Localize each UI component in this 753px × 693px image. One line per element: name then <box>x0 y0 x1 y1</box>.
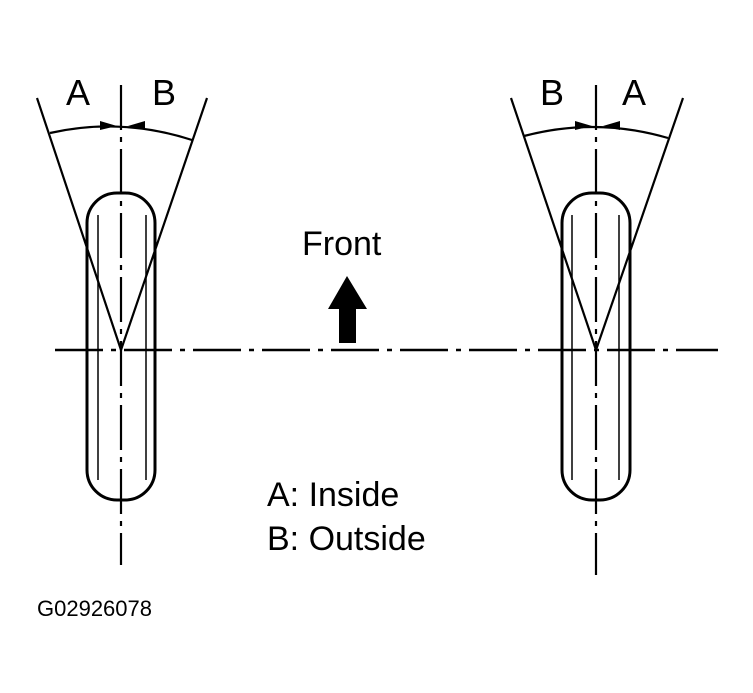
right-arc-arrowhead <box>575 121 592 130</box>
right-angle-line-a <box>594 97 685 351</box>
left-wheel-group <box>35 85 209 565</box>
right-angle-arc <box>523 125 669 140</box>
right-label-a: A <box>622 72 646 113</box>
legend-inside: A: Inside <box>267 476 399 514</box>
legend-outside: B: Outside <box>267 520 426 558</box>
left-arc-arrowhead-2 <box>128 121 145 130</box>
right-angle-line-b <box>509 97 598 351</box>
front-label: Front <box>302 225 382 263</box>
left-arc-arrowhead <box>100 121 117 130</box>
right-label-b: B <box>540 72 564 113</box>
left-angle-line-a <box>35 97 123 351</box>
left-label-b: B <box>152 72 176 113</box>
right-arc-arrowhead-2 <box>603 121 620 130</box>
figure-code: G02926078 <box>37 596 152 621</box>
right-wheel-group <box>509 85 685 575</box>
left-angle-arc <box>49 125 193 142</box>
front-arrow-icon <box>328 276 367 343</box>
right-tire <box>560 191 632 502</box>
left-angle-line-b <box>119 97 209 351</box>
left-tire <box>85 191 157 502</box>
left-label-a: A <box>66 72 90 113</box>
